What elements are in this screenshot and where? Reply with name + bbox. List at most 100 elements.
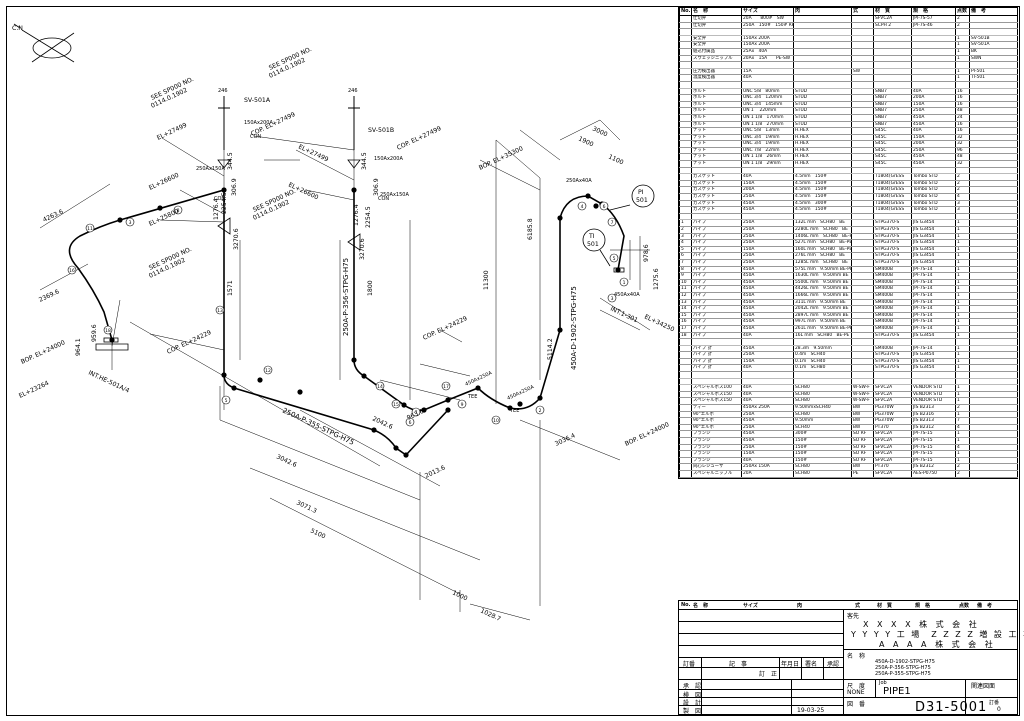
bom-cell xyxy=(679,364,692,373)
bom-cell xyxy=(873,28,912,36)
bom-cell: 1 xyxy=(955,411,970,419)
bom-row xyxy=(679,371,1018,379)
bom-cell: SFVC2A xyxy=(873,450,912,458)
bom-cell xyxy=(851,219,874,227)
elev-bop24000b: BOP. EL+24000 xyxy=(624,421,670,448)
bom-cell: 40A xyxy=(741,74,794,82)
bom-cell: 32 xyxy=(955,140,970,148)
bom-cell xyxy=(679,173,692,181)
bom-cell: W-SW-F xyxy=(851,391,874,399)
bom-cell xyxy=(851,88,874,96)
bom-cell: Tombo STD xyxy=(911,173,956,181)
bom-cell xyxy=(793,371,852,379)
bom-cell: 7 xyxy=(955,417,970,425)
weld-marker-label: 1 xyxy=(623,280,626,286)
bom-cell xyxy=(793,22,852,30)
bom-cell xyxy=(793,74,852,82)
dim-963-6: 963.6 xyxy=(406,408,425,422)
valve-icon xyxy=(217,217,231,235)
bom-cell xyxy=(969,173,1018,181)
relief-valve-icon xyxy=(217,159,231,169)
bom-cell xyxy=(911,41,956,49)
bom-cell: UN 1 1/8 270mm xyxy=(741,121,794,129)
tb-rev-approve: 承認 xyxy=(827,661,840,668)
bom-cell: 4.5mm 150# xyxy=(793,173,852,181)
bom-cell xyxy=(969,127,1018,135)
bom-cell: 2 xyxy=(955,404,970,412)
bom-cell: 1 xyxy=(955,457,970,465)
weld-marker: 1 xyxy=(619,277,629,287)
bom-cell: 4 xyxy=(679,239,692,247)
bom-cell: UNC 5/8 13mm xyxy=(741,127,794,135)
bom-cell xyxy=(955,81,970,89)
tb-hdr-no: No. xyxy=(681,602,691,608)
bom-cell: STPG370-S xyxy=(873,332,912,340)
bom-cell xyxy=(969,153,1018,162)
bom-cell: JPI-7S-14 xyxy=(911,299,956,307)
bom-cell: SCH80 xyxy=(793,470,852,478)
bom-cell xyxy=(679,391,692,399)
bom-cell xyxy=(969,213,1018,221)
bom-cell: 5 xyxy=(679,246,692,254)
weld-joint-dot xyxy=(351,357,357,363)
bom-cell: 13 xyxy=(679,299,692,307)
bom-cell: SCH80 xyxy=(793,391,852,399)
weld-marker: 3 xyxy=(607,293,617,303)
bom-cell xyxy=(679,206,692,214)
weld-joint-dot xyxy=(537,395,543,401)
weld-marker: 3 xyxy=(125,217,135,227)
bom-cell xyxy=(851,127,874,135)
bom-cell xyxy=(679,35,692,43)
bom-cell xyxy=(969,364,1018,373)
bom-cell: スペシャルボス100 xyxy=(691,384,742,392)
bom-cell: 40A xyxy=(741,332,794,340)
tb-hdr-std: 規 格 xyxy=(915,603,931,609)
bom-cell: 1285L mm SCH80 BE xyxy=(793,259,852,267)
bom-cell xyxy=(691,167,742,175)
bom-row xyxy=(679,213,1018,221)
note-size8: 450Ax40A xyxy=(614,292,640,298)
bom-cell: 1666L mm 9.50mm BE xyxy=(793,292,852,300)
bom-cell: SM400B xyxy=(873,318,912,326)
sheet-border xyxy=(6,6,1020,716)
weld-marker: 14 xyxy=(375,381,385,391)
bom-cell: W-SW-F xyxy=(851,397,874,406)
bom-cell: JIS G3454 xyxy=(911,219,956,227)
bom-cell: 1630L mm 9.50mm BE xyxy=(793,272,852,280)
bom-cell: UNC 5/8 80mm xyxy=(741,88,794,96)
weld-joint-dot xyxy=(557,215,563,221)
bom-cell xyxy=(679,378,692,386)
bom-cell: 40A xyxy=(741,364,794,373)
bom-cell: 11 xyxy=(679,285,692,293)
bom-cell xyxy=(969,61,1018,69)
bom-cell xyxy=(793,167,852,175)
bom-cell xyxy=(969,299,1018,307)
bom-cell: JPI-7S-14 xyxy=(911,292,956,300)
bom-cell: 0.1m SCH40 xyxy=(793,358,852,366)
elev-bop24000a: BOP. EL+24000 xyxy=(20,339,66,366)
bom-cell: 1 xyxy=(955,219,970,227)
bom-cell: 450A xyxy=(741,299,794,307)
bom-cell xyxy=(851,134,874,142)
bom-cell xyxy=(741,338,794,346)
bom-cell: 150A xyxy=(741,180,794,188)
bom-cell: ガスケット xyxy=(691,206,742,214)
bom-cell: SM400B xyxy=(873,266,912,274)
bom-cell: 2 xyxy=(955,186,970,195)
tb-check-label: 検 図 xyxy=(683,692,702,699)
bom-row xyxy=(679,378,1018,386)
bom-cell: 250A xyxy=(741,226,794,234)
bom-cell: 4.5mm 150# xyxy=(793,180,852,188)
bom-cell: 450A xyxy=(911,160,956,168)
bom-cell xyxy=(911,61,956,69)
bom-cell: JPI-7S-14 xyxy=(911,285,956,293)
bom-cell: パイプ xyxy=(691,299,742,307)
bom-cell xyxy=(851,318,874,326)
bom-cell xyxy=(969,252,1018,260)
